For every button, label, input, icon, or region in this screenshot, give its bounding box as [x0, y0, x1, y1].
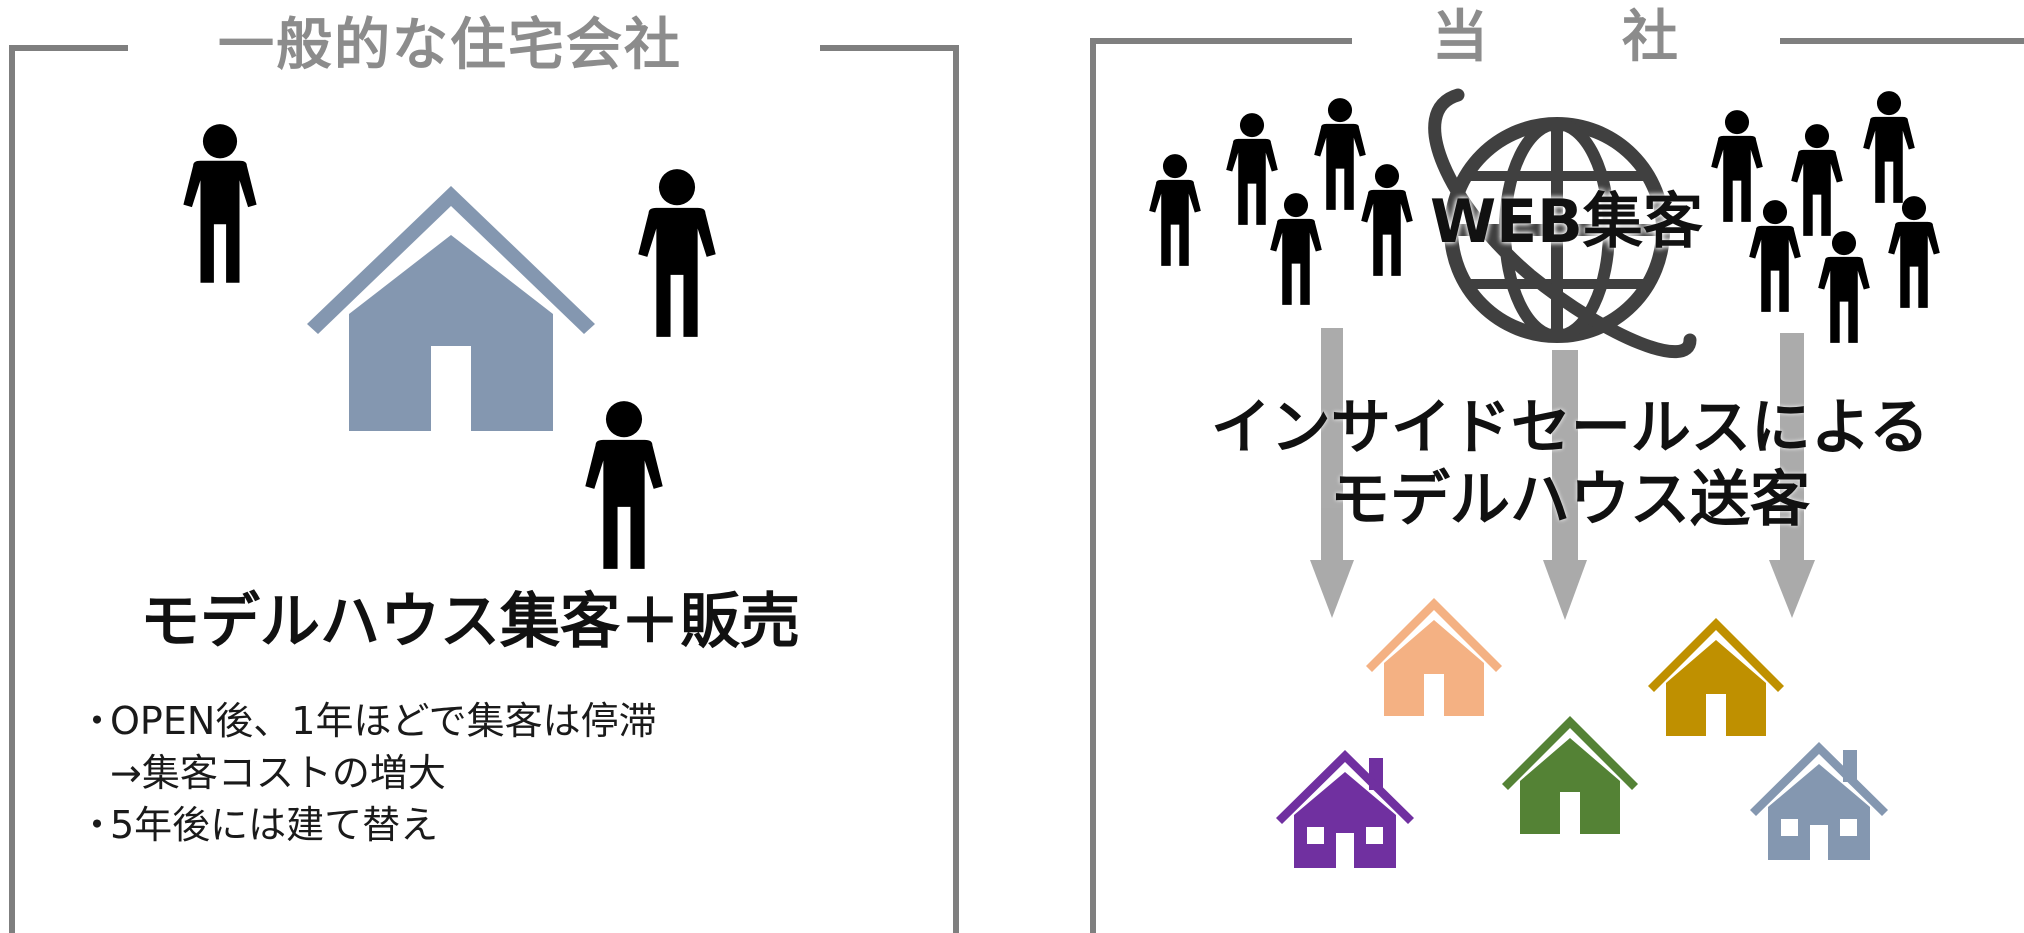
right-panel-heading: インサイドセールスによる モデルハウス送客	[1160, 392, 1980, 536]
left-panel-heading: モデルハウス集客＋販売	[140, 587, 800, 657]
person-icon	[585, 401, 663, 569]
person-icon	[1818, 231, 1870, 343]
house-icon-green	[1502, 716, 1638, 834]
model-house-icon	[307, 186, 595, 432]
house-icon-peach	[1366, 598, 1502, 716]
bullet-item: →集客コストの増大	[78, 747, 657, 799]
person-icon	[1749, 200, 1801, 312]
person-icon	[1888, 196, 1940, 308]
house-icon-gold	[1648, 618, 1784, 736]
left-frame	[9, 45, 959, 933]
person-icon	[1314, 98, 1366, 210]
bullet-text: 5年後には建て替え	[110, 803, 439, 847]
left-panel-title: 一般的な住宅会社	[210, 18, 690, 74]
house-icon-purple	[1276, 750, 1414, 868]
bullet-marker: ・	[78, 803, 117, 847]
bullet-item: ・5年後には建て替え	[78, 799, 657, 851]
right-heading-line-1: インサイドセールスによる	[1210, 393, 1930, 463]
right-panel-title-second-char: 社	[1622, 5, 1678, 70]
bullet-text: OPEN後、1年ほどで集客は停滞	[110, 699, 657, 743]
person-icon	[1226, 113, 1278, 225]
bullet-list: ・OPEN後、1年ほどで集客は停滞 →集客コストの増大 ・5年後には建て替え	[78, 695, 657, 851]
person-icon	[1361, 164, 1413, 276]
bullet-marker: ・	[78, 699, 117, 743]
person-icon	[1270, 193, 1322, 305]
person-icon	[1149, 154, 1201, 266]
person-icon	[638, 169, 716, 337]
globe-icon	[1428, 88, 1697, 359]
down-arrow-icon	[1310, 328, 1354, 618]
right-panel-title-first-char: 当	[1432, 5, 1488, 70]
bullet-text: →集客コストの増大	[110, 751, 446, 795]
person-icon	[1863, 91, 1915, 203]
arrow-icons	[1310, 328, 1815, 620]
bullet-item: ・OPEN後、1年ほどで集客は停滞	[78, 695, 657, 747]
person-icon	[1791, 124, 1843, 236]
person-icon	[1711, 110, 1763, 222]
right-frame	[1090, 38, 2024, 933]
down-arrow-icon	[1769, 333, 1815, 618]
right-heading-line-2: モデルハウス送客	[1330, 465, 1810, 535]
house-icon-blue-gray	[1750, 742, 1888, 860]
web-marketing-label: WEB集客	[1430, 187, 1703, 257]
person-icon	[183, 124, 257, 283]
down-arrow-icon	[1543, 350, 1587, 620]
